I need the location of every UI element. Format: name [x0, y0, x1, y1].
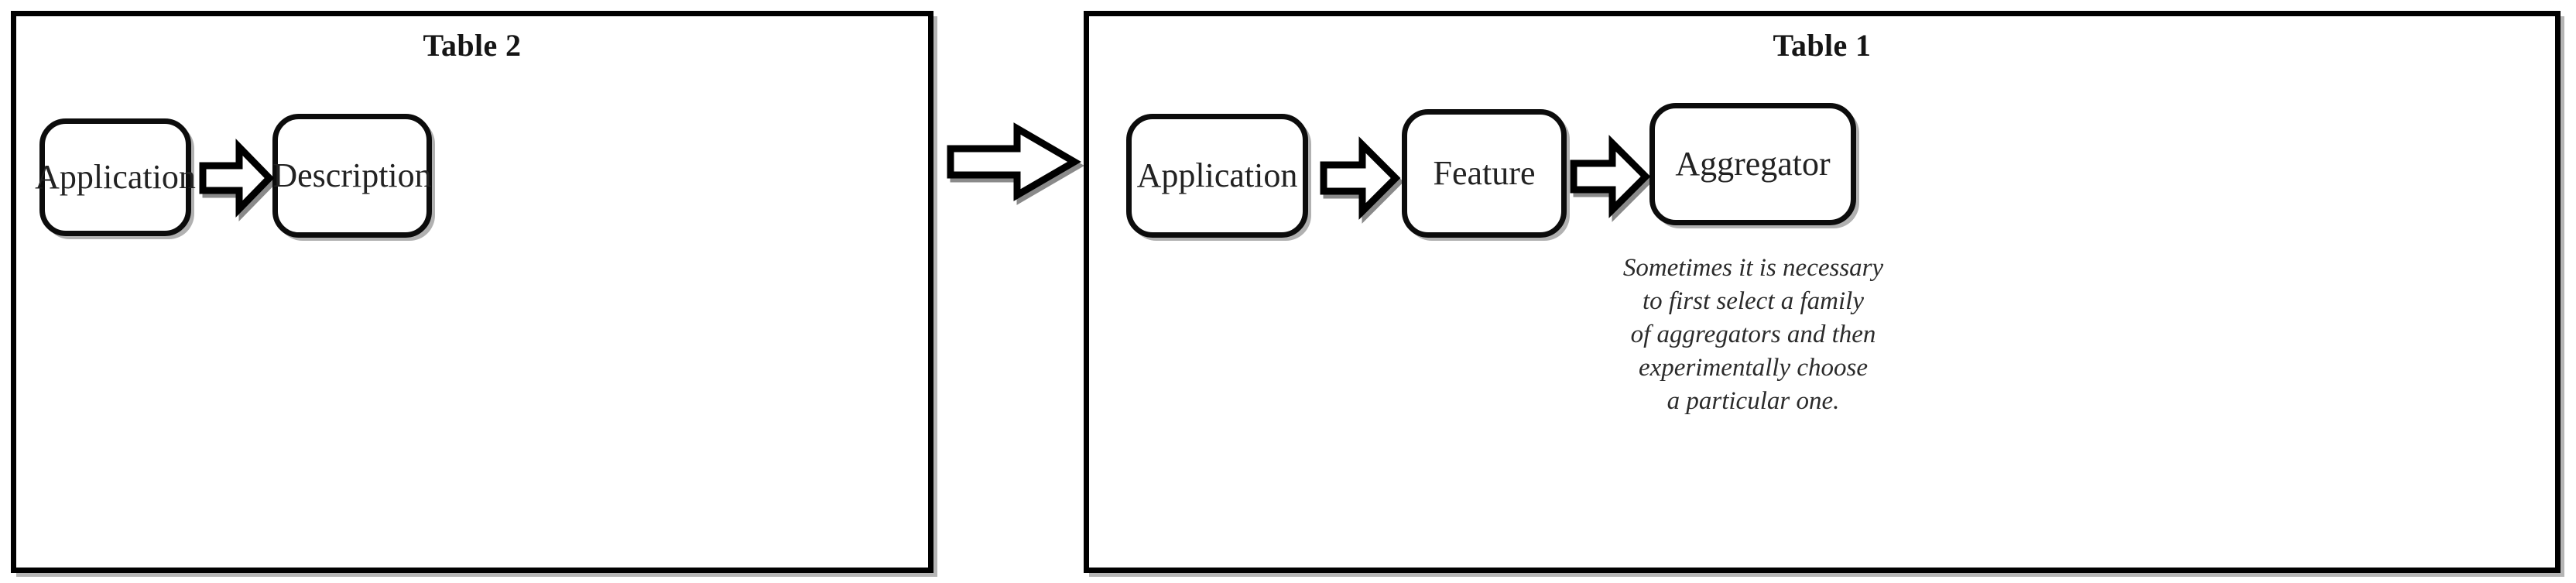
aggregator-caption: Sometimes it is necessary to first selec… — [1622, 252, 1885, 417]
caption-line-3: of aggregators and then — [1630, 320, 1876, 348]
node-label: Description — [272, 156, 432, 194]
arrow-right-icon — [1319, 136, 1401, 220]
node-label: Application — [1136, 156, 1298, 194]
arrow-application-to-feature — [1319, 136, 1404, 224]
node-application-table2[interactable]: Application — [35, 118, 196, 236]
node-label: Aggregator — [1675, 145, 1831, 183]
node-label: Application — [35, 158, 196, 196]
panel-table-2: Table 2 Application Description — [11, 11, 933, 573]
node-application-table1[interactable]: Application — [1126, 114, 1308, 238]
caption-line-1: Sometimes it is necessary — [1622, 254, 1884, 282]
node-feature-table1[interactable]: Feature — [1402, 109, 1567, 238]
panel-table-1-title: Table 1 — [1773, 28, 1872, 63]
arrow-feature-to-aggregator — [1569, 135, 1654, 222]
panel-table-1: Table 1 Application Feature — [1084, 11, 2561, 573]
node-aggregator-table1[interactable]: Aggregator — [1649, 103, 1856, 225]
panel-table-2-title: Table 2 — [423, 28, 522, 63]
arrow-right-icon — [946, 122, 1081, 201]
node-description-table2[interactable]: Description — [272, 114, 432, 238]
arrow-table2-to-table1 — [946, 122, 1084, 205]
caption-line-2: to first select a family — [1643, 286, 1864, 315]
caption-line-5: a particular one. — [1667, 386, 1840, 415]
node-label: Feature — [1433, 154, 1536, 192]
arrow-right-icon — [199, 138, 275, 218]
arrow-application-to-description — [199, 138, 278, 222]
arrow-right-icon — [1569, 135, 1651, 218]
caption-line-4: experimentally choose — [1639, 353, 1868, 382]
